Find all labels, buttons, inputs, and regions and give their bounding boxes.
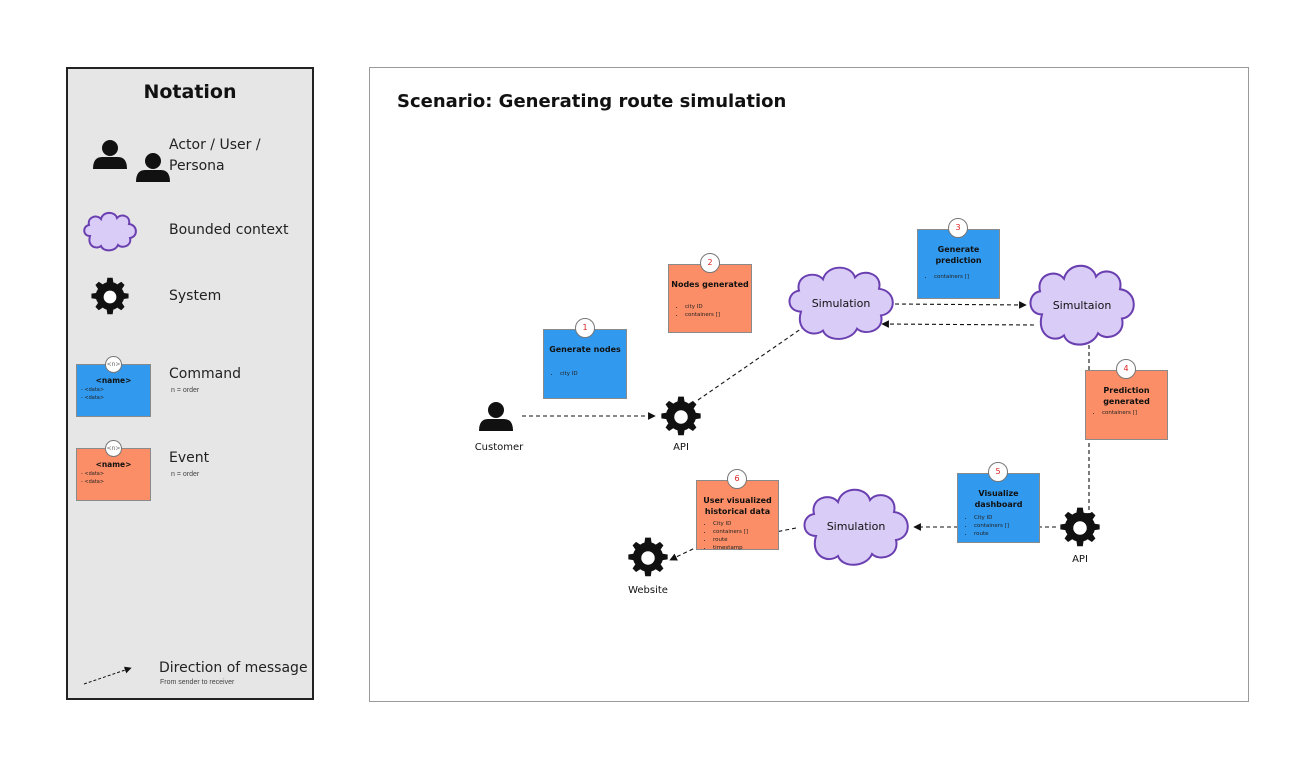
- list-item: city ID: [560, 370, 578, 378]
- legend-event-badge: <n>: [105, 440, 122, 457]
- gear-icon: [1060, 507, 1100, 547]
- scenario-title: Scenario: Generating route simulation: [397, 91, 787, 112]
- arrow-simultaion-to-simulation: [881, 320, 1035, 328]
- legend-direction-label: Direction of message: [159, 660, 308, 676]
- simulation-bottom-label: Simulation: [826, 520, 886, 533]
- simulation-top-label: Simulation: [811, 297, 871, 310]
- legend-event-sub: n = order: [171, 471, 200, 478]
- order-badge-4: 4: [1116, 359, 1136, 379]
- person-icon: [479, 402, 513, 431]
- list-item: containers []: [685, 311, 720, 319]
- list-item: containers []: [1102, 409, 1137, 417]
- legend-command-sub: n = order: [171, 387, 200, 394]
- legend-system-label: System: [169, 288, 222, 304]
- legend-direction-sub: From sender to receiver: [160, 679, 235, 686]
- list-item: city ID: [685, 303, 720, 311]
- legend-command-badge: <n>: [105, 356, 122, 373]
- list-item: containers []: [713, 528, 748, 536]
- gear-icon: [661, 396, 701, 436]
- sticky-nodes-generated: Nodes generated city ID containers []: [668, 264, 752, 333]
- list-item: City ID: [713, 520, 748, 528]
- legend-event-label: Event: [169, 450, 210, 466]
- api-left-label: API: [673, 442, 689, 453]
- arrow-simulation-to-website: [669, 527, 797, 561]
- list-item: containers []: [934, 273, 969, 281]
- customer-label: Customer: [474, 442, 524, 453]
- order-badge-5: 5: [988, 462, 1008, 482]
- order-badge-6: 6: [727, 469, 747, 489]
- arrow-api-to-simulation: [697, 323, 809, 401]
- arrow-simulation-to-simultaion: [894, 301, 1027, 309]
- website-label: Website: [628, 585, 668, 596]
- list-item: containers []: [974, 522, 1009, 530]
- list-item: City ID: [974, 514, 1009, 522]
- order-badge-1: 1: [575, 318, 595, 338]
- sticky-user-visualized-historical-data: User visualized historical data City ID …: [696, 480, 779, 552]
- legend-bounded-context-label: Bounded context: [169, 222, 289, 238]
- list-item: route: [713, 536, 748, 544]
- legend-command-sticky: <name> - <data> - <data>: [76, 364, 151, 417]
- list-item: route: [974, 530, 1009, 538]
- legend-title: Notation: [143, 81, 237, 103]
- api-right-label: API: [1072, 554, 1088, 565]
- legend-actor-label: Actor / User / Persona: [169, 137, 261, 174]
- legend-command-label: Command: [169, 366, 241, 382]
- sticky-generate-prediction: Generate prediction containers []: [917, 229, 1000, 299]
- sticky-generate-nodes: Generate nodes city ID: [543, 329, 627, 399]
- sticky-prediction-generated: Prediction generated containers []: [1085, 370, 1168, 440]
- sticky-visualize-dashboard: Visualize dashboard City ID containers […: [957, 473, 1040, 543]
- order-badge-3: 3: [948, 218, 968, 238]
- list-item: timestamp: [713, 544, 748, 552]
- order-badge-2: 2: [700, 253, 720, 273]
- simultaion-label: Simultaion: [1052, 299, 1112, 312]
- dashed-arrow-icon: [83, 666, 132, 685]
- gear-icon: [628, 537, 668, 577]
